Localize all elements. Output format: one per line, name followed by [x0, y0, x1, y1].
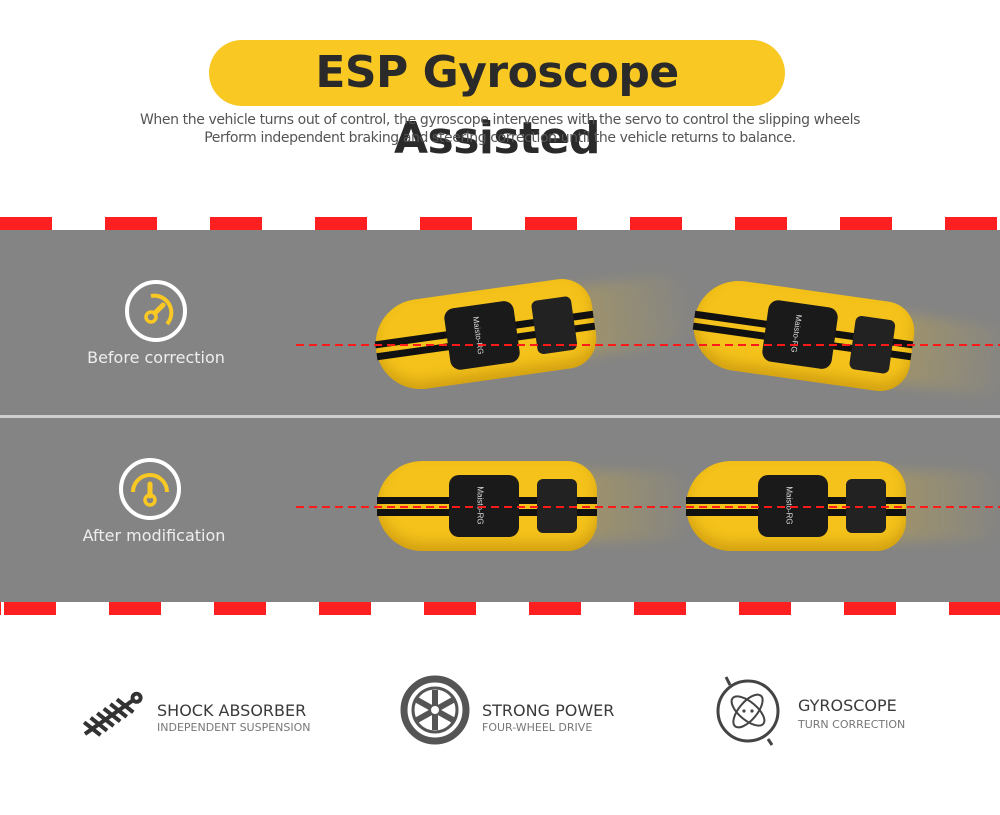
curb-bottom	[0, 602, 1000, 615]
feature-subtitle: TURN CORRECTION	[798, 718, 906, 731]
wheel-icon	[400, 675, 470, 745]
row-label-before: Before correction	[87, 348, 225, 367]
feature-subtitle: INDEPENDENT SUSPENSION	[157, 721, 311, 734]
reference-line-after	[296, 506, 1000, 508]
page-title: ESP Gyroscope Assisted	[209, 40, 785, 164]
lane-divider	[0, 415, 1000, 418]
subtitle-line-1: When the vehicle turns out of control, t…	[139, 112, 861, 128]
feature-title: GYROSCOPE	[798, 696, 897, 715]
curb-top	[0, 217, 1000, 230]
subtitle-line-2: Perform independent braking and steering…	[204, 130, 796, 146]
feature-title: STRONG POWER	[482, 701, 615, 720]
gyroscope-icon	[716, 676, 780, 746]
gauge-upright-icon	[119, 458, 181, 520]
feature-subtitle: FOUR-WHEEL DRIVE	[482, 721, 593, 734]
reference-line-before	[296, 344, 1000, 346]
gauge-tilted-icon	[125, 280, 187, 342]
feature-title: SHOCK ABSORBER	[157, 701, 307, 720]
row-label-after: After modification	[82, 526, 226, 545]
shock-absorber-icon	[82, 691, 143, 737]
